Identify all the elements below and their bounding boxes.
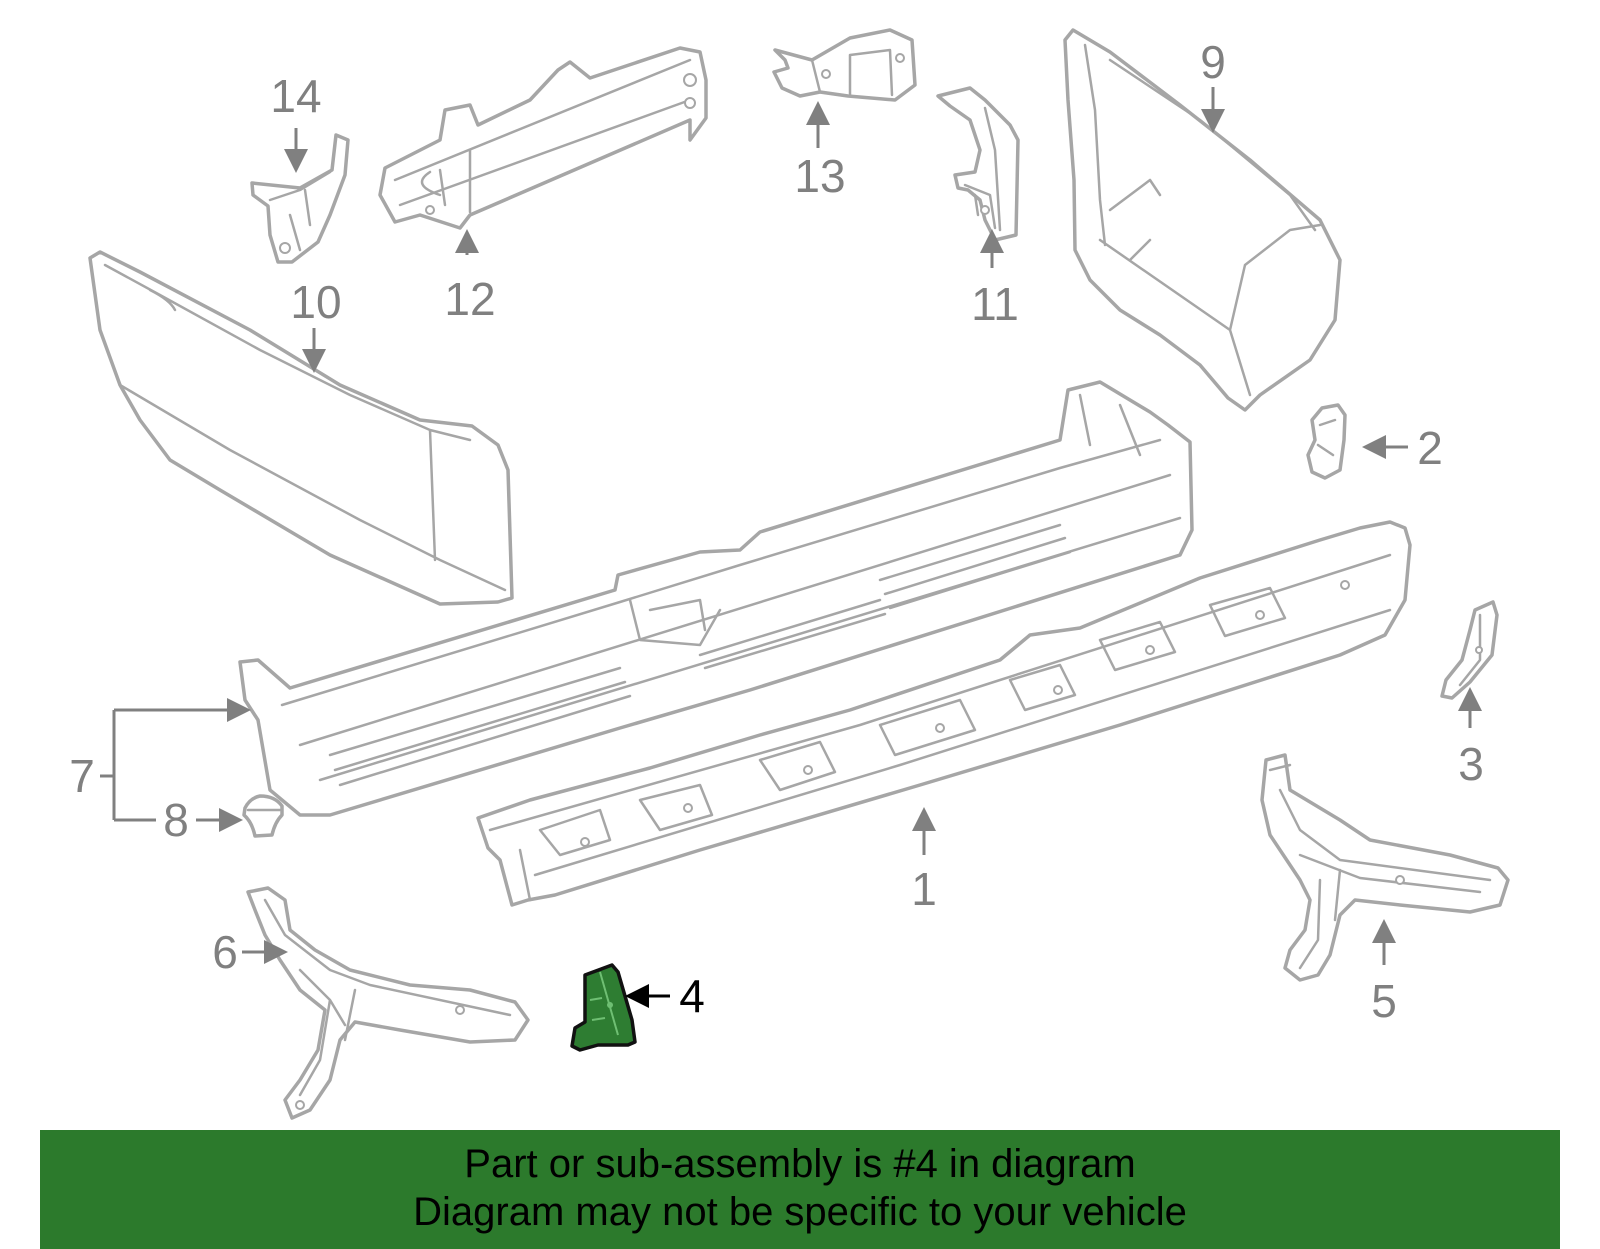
callout-2: 2 <box>1417 422 1443 474</box>
callout-4: 4 <box>679 970 705 1022</box>
part-4-highlighted-bracket <box>570 963 637 1052</box>
callout-14: 14 <box>270 70 321 122</box>
callout-10: 10 <box>290 276 341 328</box>
callout-5: 5 <box>1371 975 1397 1027</box>
part-7-step-pad <box>238 380 1194 817</box>
callout-7: 7 <box>69 750 95 802</box>
callout-1: 1 <box>911 863 937 915</box>
part-2-clip <box>1306 403 1347 480</box>
part-5-stay <box>1260 753 1510 982</box>
info-banner: Part or sub-assembly is #4 in diagram Di… <box>40 1130 1560 1249</box>
part-8-clip <box>242 794 284 838</box>
part-9-right-end-cover <box>1063 28 1342 412</box>
leader-lines <box>100 87 1482 1008</box>
leader-7-bracket <box>100 710 116 820</box>
callout-13: 13 <box>794 150 845 202</box>
callout-8: 8 <box>163 794 189 846</box>
callout-9: 9 <box>1200 36 1226 88</box>
part-11-side-bracket <box>936 86 1020 242</box>
callout-6: 6 <box>212 926 238 978</box>
part-3-bracket <box>1440 600 1499 700</box>
banner-line-1: Part or sub-assembly is #4 in diagram <box>464 1142 1136 1186</box>
part-13-bracket <box>772 28 917 102</box>
part-12-reinforcement <box>378 46 708 230</box>
callouts: 14 12 13 11 9 10 2 3 1 5 6 4 7 8 <box>69 36 1484 1027</box>
parts-diagram: 14 12 13 11 9 10 2 3 1 5 6 4 7 8 <box>69 28 1510 1120</box>
callout-12: 12 <box>444 273 495 325</box>
callout-3: 3 <box>1458 738 1484 790</box>
callout-11: 11 <box>971 278 1019 330</box>
part-14-bracket <box>250 133 350 264</box>
banner-line-2: Diagram may not be specific to your vehi… <box>413 1190 1187 1234</box>
part-6-stay <box>246 886 530 1120</box>
part-1-reinforcement <box>476 520 1412 907</box>
